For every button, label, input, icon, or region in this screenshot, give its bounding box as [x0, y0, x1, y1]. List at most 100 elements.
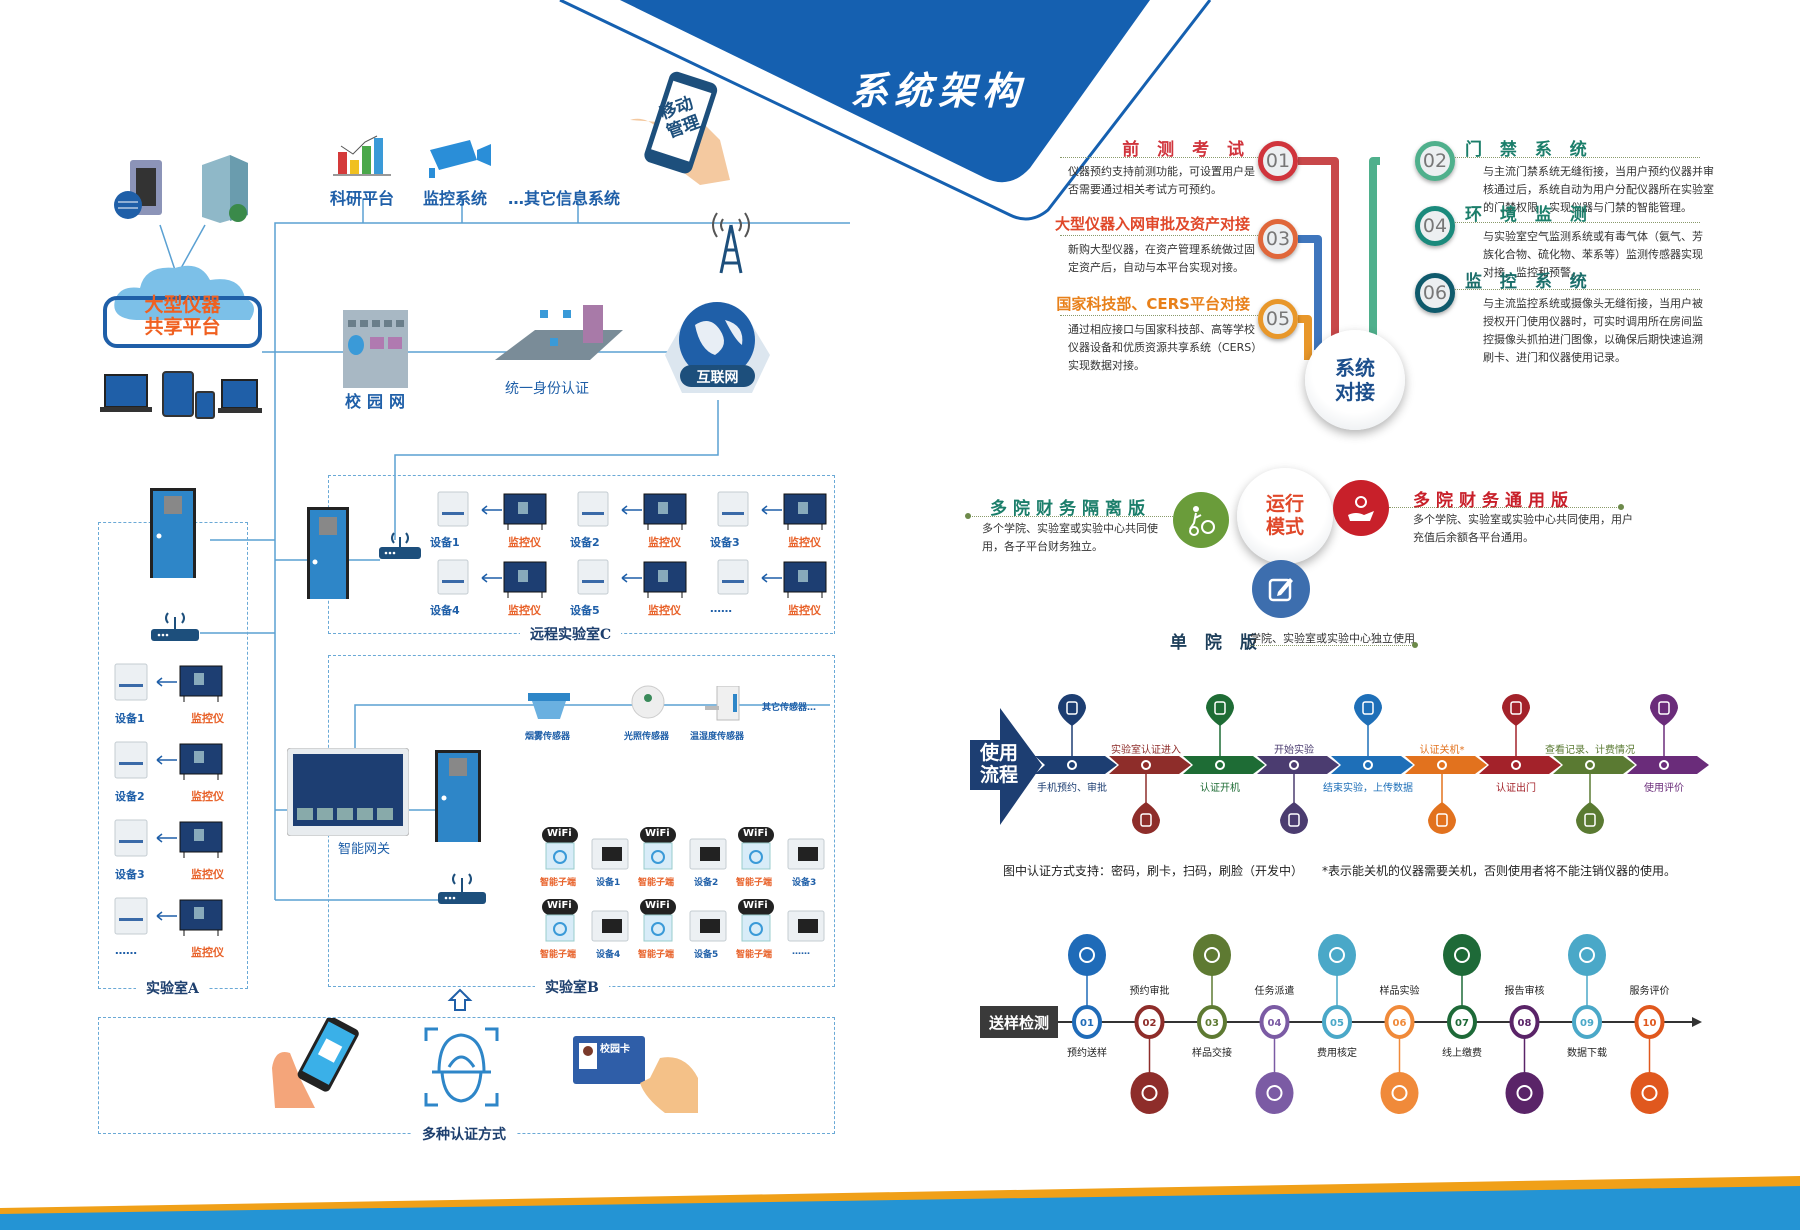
single-mode-icon: [1252, 560, 1310, 618]
single-mode-title: 单 院 版: [1170, 633, 1263, 653]
device-label: 设备5: [694, 950, 719, 960]
integration-number-badge: 04: [1415, 206, 1455, 246]
integration-desc-02: 与主流门禁系统无缝衔接，当用户预约仪器并审核通过后，系统自动为用户分配仪器所在实…: [1483, 165, 1714, 214]
device-label: ……: [792, 947, 810, 957]
lab-c-router-icon[interactable]: [378, 525, 422, 565]
platform-label-line1: 大型仪器: [144, 294, 221, 316]
wifi-terminal-icon: [738, 899, 825, 942]
usage-flow-step-label: 认证开机: [1200, 783, 1240, 794]
instrument-icon: [717, 559, 827, 598]
money-bag-icon: [1443, 934, 1481, 976]
integration-desc-01: 仪器预约支持前测功能，可设置用户是否需要通过相关考试方可预约。: [1068, 165, 1255, 196]
usage-flow-node: [1585, 760, 1595, 770]
internet-globe-icon: 互联网: [660, 295, 775, 404]
instrument-icon: [577, 491, 687, 530]
phone-qr-icon: [270, 1016, 365, 1112]
chat-icon: [1630, 1072, 1669, 1114]
single-mode-desc: 学院、实验室或实验中心独立使用: [1250, 632, 1415, 645]
terminal-label: 智能子端: [540, 950, 577, 960]
usage-flow-step-label: 开始实验: [1274, 745, 1314, 756]
monitor-label: 监控仪: [648, 536, 681, 549]
sensor-label-humidity: 温湿度传感器: [690, 732, 745, 742]
footer-blue-band: [0, 1186, 1800, 1230]
system-label-monitoring[interactable]: 监控系统: [423, 189, 488, 208]
wifi-label: WiFi: [547, 828, 572, 839]
lab-b-router-icon[interactable]: [437, 866, 487, 910]
system-label-research[interactable]: 科研平台: [330, 189, 395, 208]
shared-mode-title: 多院财务通用版: [1413, 491, 1574, 511]
sample-step-label: 预约送样: [1067, 1048, 1107, 1059]
wifi-terminal-icon: [738, 827, 825, 870]
wifi-label: WiFi: [743, 828, 768, 839]
device-label: 设备3: [710, 536, 740, 549]
lab-a-router-icon[interactable]: [150, 605, 200, 647]
integration-number-badge: 02: [1415, 141, 1455, 181]
arrow-up-icon: [447, 988, 473, 1011]
gauge-icon: [1280, 802, 1308, 834]
wifi-label: WiFi: [743, 900, 768, 911]
boxes-icon: [1193, 934, 1231, 976]
integration-connectors: [1298, 157, 1380, 360]
lab-b-door-icon[interactable]: [435, 750, 481, 846]
smoke-sensor-icon: [528, 693, 570, 723]
monitor-label: 监控仪: [648, 604, 681, 617]
usage-flow-note-shutdown: *表示能关机的仪器需要关机，否则使用者将不能注销仪器的使用。: [1322, 864, 1677, 878]
sample-step-label: 任务派遣: [1254, 986, 1295, 997]
cloud-download-icon: [1568, 934, 1606, 976]
sensor-label-light: 光照传感器: [624, 732, 670, 742]
campus-card-label: 校园卡: [600, 1044, 630, 1055]
money-icon: [1576, 802, 1604, 834]
wifi-label: WiFi: [645, 828, 670, 839]
campus-card-icon: 校园卡: [570, 1033, 700, 1117]
usage-flow-node: [1659, 760, 1669, 770]
lab-a-door-icon[interactable]: [150, 488, 196, 582]
isolated-mode-title: 多院财务隔离版: [990, 499, 1151, 519]
auth-methods-caption: 多种认证方式: [412, 1124, 516, 1144]
system-label-other[interactable]: …其它信息系统: [508, 189, 621, 208]
usage-flow-start-arrow: [970, 708, 1042, 825]
monitor-label: 监控仪: [788, 604, 821, 617]
integration-number-badge: 01: [1258, 141, 1298, 181]
light-sensor-icon: [630, 684, 666, 724]
usage-flow-node: [1067, 760, 1077, 770]
device-label: ……: [710, 602, 732, 615]
device-label: 设备5: [570, 604, 600, 617]
usage-flow-node: [1437, 760, 1447, 770]
humidity-sensor-icon: [705, 685, 745, 726]
device-label: 设备2: [694, 878, 719, 888]
lab-b-caption: 实验室B: [535, 977, 609, 997]
sample-step-number: 09: [1580, 1018, 1594, 1029]
platform-label-line2: 共享平台: [144, 316, 221, 338]
sample-step-number: 10: [1643, 1018, 1657, 1029]
unified-auth-network-icon: [495, 305, 625, 369]
monitor-label: 监控仪: [191, 868, 224, 881]
lab-c-door-icon[interactable]: [307, 507, 349, 603]
integration-title-02: 门 禁 系 统: [1465, 140, 1593, 160]
integration-title-06: 监 控 系 统: [1465, 272, 1593, 292]
terminal-label: 智能子端: [638, 950, 675, 960]
usage-flow-step-label: 认证关机*: [1419, 745, 1465, 756]
sample-step-number: 02: [1143, 1018, 1157, 1029]
sample-step-label: 线上缴费: [1442, 1048, 1482, 1059]
instrument-icon: [577, 559, 687, 598]
sensor-label-other: 其它传感器…: [762, 703, 817, 713]
wifi-terminal-icon: [542, 827, 629, 870]
sample-step-node: [1634, 1005, 1665, 1039]
sample-step-number: 06: [1393, 1018, 1407, 1029]
usage-flow-step-label: 使用评价: [1644, 783, 1684, 794]
monitor-label: 监控仪: [508, 536, 541, 549]
key-icon: [1132, 802, 1160, 834]
usage-flow-diagram: [970, 693, 1709, 834]
terminal-label: 智能子端: [540, 878, 577, 888]
sample-step-label: 服务评价: [1629, 986, 1670, 997]
page-title: 系统架构: [850, 69, 1027, 113]
smart-gateway-screen[interactable]: [286, 747, 410, 840]
lab-a-caption: 实验室A: [136, 978, 209, 998]
lightbulb-dollar-icon: [1318, 934, 1356, 976]
